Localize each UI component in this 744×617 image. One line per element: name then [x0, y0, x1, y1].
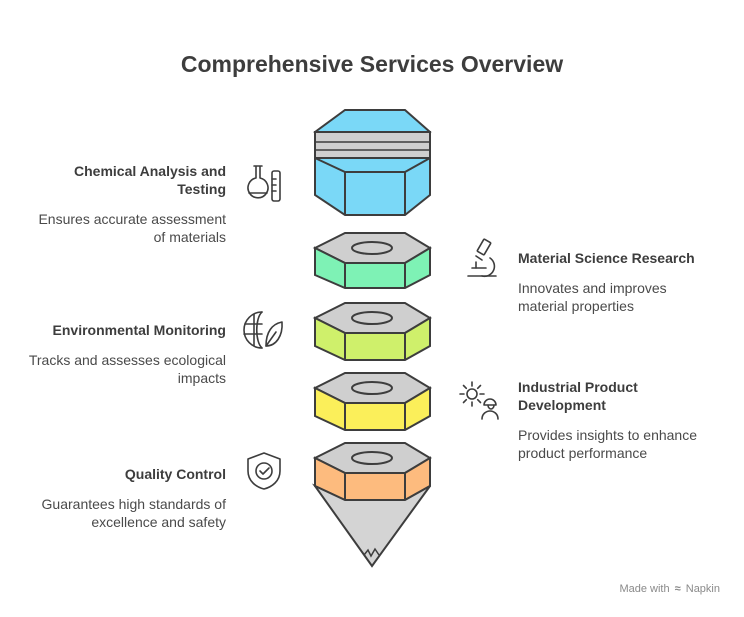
tip-quality-control [311, 442, 432, 568]
service-environmental-monitoring: Environmental Monitoring Tracks and asse… [26, 321, 226, 387]
shield-check-icon [242, 449, 286, 493]
service-description: Provides insights to enhance product per… [518, 427, 697, 461]
service-title: Material Science Research [518, 250, 695, 266]
globe-leaf-icon [240, 308, 284, 352]
microscope-icon [460, 236, 504, 280]
footer-brand: Napkin [685, 583, 720, 595]
nut-industrial-product [312, 372, 432, 431]
lab-flask-icon [242, 163, 286, 207]
gear-worker-icon [456, 377, 500, 421]
service-title: Chemical Analysis and Testing [74, 163, 226, 197]
page-title: Comprehensive Services Overview [180, 51, 564, 77]
service-material-science: Material Science Research Innovates and … [518, 249, 718, 315]
service-industrial-product: Industrial Product Development Provides … [518, 378, 728, 462]
service-quality-control: Quality Control Guarantees high standard… [26, 465, 226, 531]
cap-chemical-analysis [313, 109, 432, 216]
service-description: Ensures accurate assessment of materials [38, 211, 226, 245]
service-description: Tracks and assesses ecological impacts [28, 352, 226, 386]
footer-credit: Made with ≈ Napkin [619, 583, 720, 595]
service-title: Quality Control [124, 466, 226, 482]
napkin-logo-icon: ≈ [674, 583, 681, 595]
nut-stack-graphic [311, 109, 432, 568]
service-chemical-analysis: Chemical Analysis and Testing Ensures ac… [26, 162, 226, 246]
service-title: Industrial Product Development [518, 379, 638, 413]
nut-material-science [312, 232, 432, 289]
service-description: Innovates and improves material properti… [518, 280, 667, 314]
service-title: Environmental Monitoring [52, 322, 226, 338]
nut-environmental-monitoring [312, 302, 432, 361]
service-description: Guarantees high standards of excellence … [41, 496, 226, 530]
footer-text: Made with [619, 583, 670, 595]
